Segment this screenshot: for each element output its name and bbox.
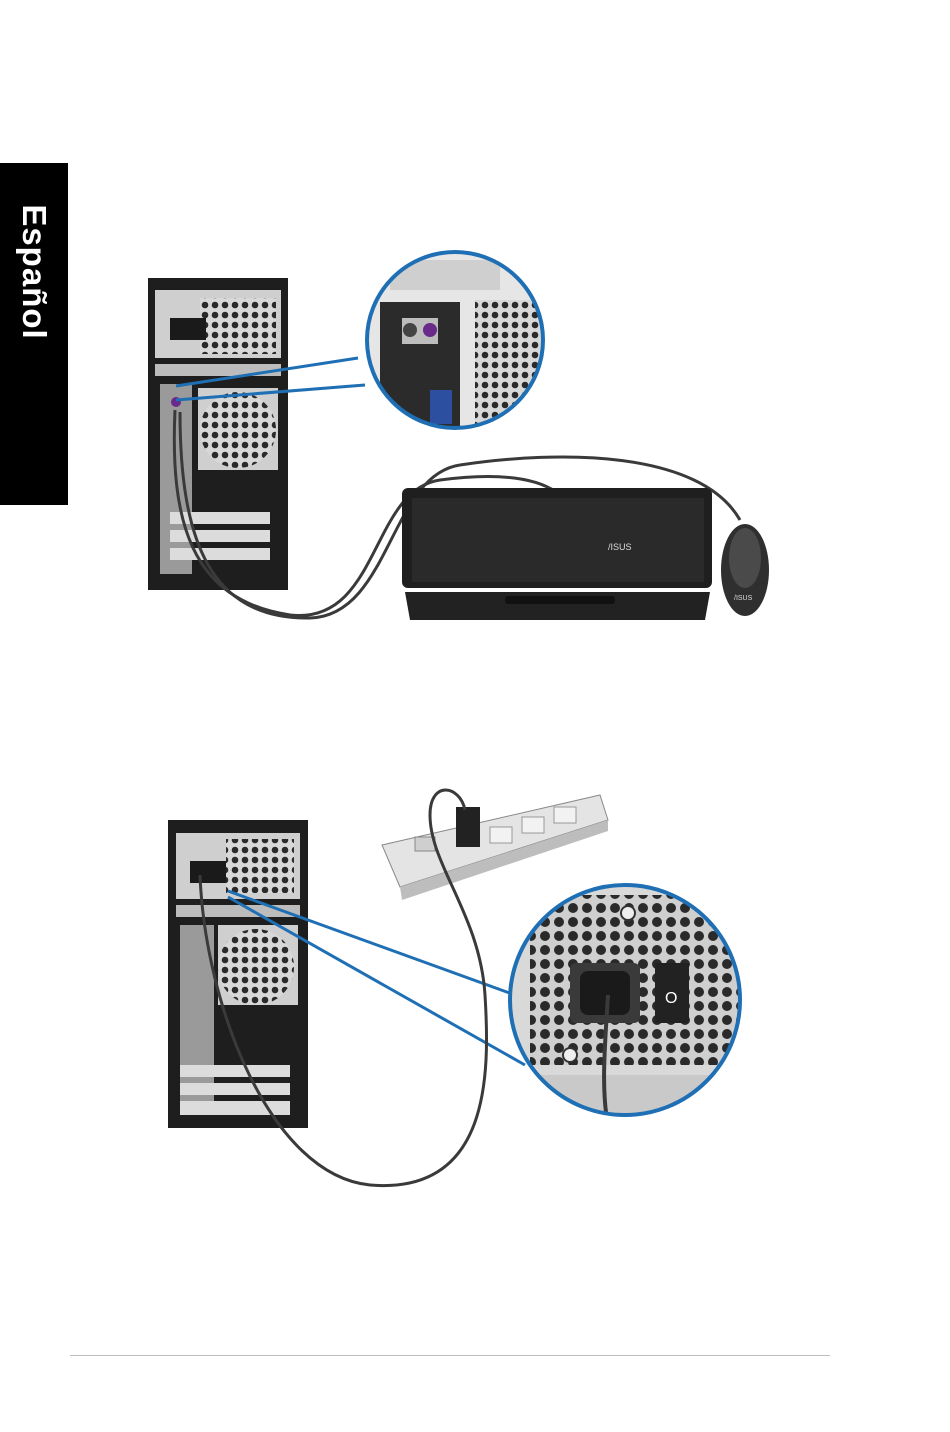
power-socket-icon	[190, 861, 226, 883]
pc-tower-back	[168, 820, 308, 1128]
mouse: /ISUS	[721, 524, 769, 616]
power-socket-zoom: O	[500, 875, 760, 1135]
fan-grille-icon	[200, 392, 276, 468]
keyboard-brand: /ISUS	[608, 542, 632, 552]
pc-tower-back	[148, 278, 288, 590]
power-connection-illustration: O	[160, 775, 760, 1195]
power-strip	[382, 795, 608, 900]
keyboard-mouse-connection-illustration: /ISUS /ISUS	[140, 240, 800, 630]
mouse-brand: /ISUS	[734, 595, 753, 602]
fan-grille-icon	[218, 929, 294, 1005]
language-label: Español	[15, 204, 53, 339]
keyboard: /ISUS	[402, 488, 712, 620]
power-switch-label: O	[665, 990, 677, 1007]
power-plug-icon	[456, 807, 480, 847]
ps2-port-zoom	[365, 250, 545, 432]
footer-divider	[70, 1355, 830, 1356]
power-socket-icon	[170, 318, 206, 340]
